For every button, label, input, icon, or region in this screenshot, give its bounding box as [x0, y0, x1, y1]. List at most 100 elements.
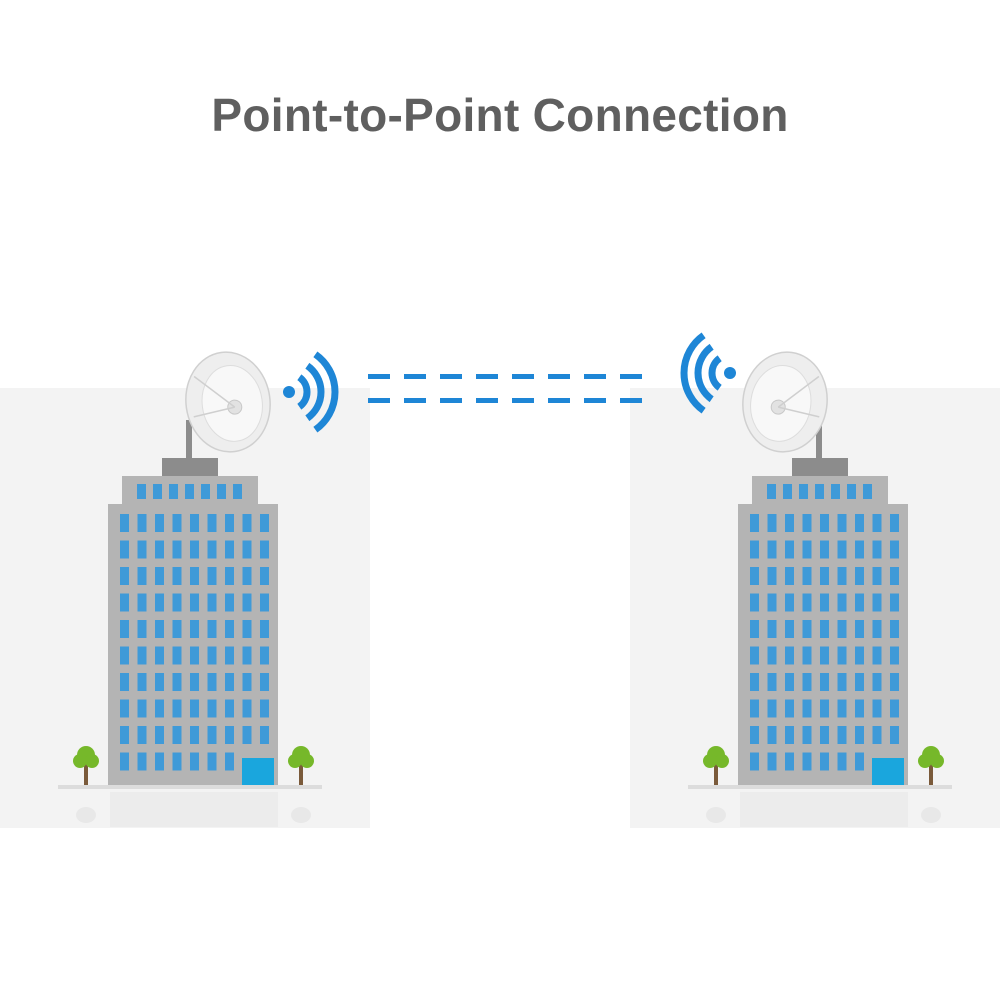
- building-window: [137, 484, 146, 499]
- building-window: [207, 726, 217, 744]
- building-window: [872, 514, 882, 532]
- tree-leaves: [918, 754, 932, 768]
- link-dash: [620, 398, 642, 403]
- tree-trunk: [929, 763, 933, 785]
- building-window: [155, 567, 164, 585]
- building-window: [233, 484, 242, 499]
- building-window: [155, 726, 164, 744]
- building-window: [820, 646, 829, 665]
- ground-line: [58, 785, 322, 789]
- building-window: [872, 593, 882, 612]
- building-window: [225, 567, 234, 585]
- building-window: [242, 699, 252, 718]
- building-window: [855, 514, 864, 532]
- building-window: [785, 752, 794, 771]
- building-window: [137, 567, 147, 585]
- dish-strut: [193, 406, 235, 418]
- building-window: [837, 514, 847, 532]
- tree-reflection: [706, 807, 726, 823]
- building-door: [872, 758, 904, 785]
- building-window: [847, 484, 856, 499]
- building-window: [750, 752, 759, 771]
- building-window: [750, 567, 759, 585]
- building-window: [890, 726, 899, 744]
- link-dash: [512, 374, 534, 379]
- building-window: [767, 752, 777, 771]
- building-window: [872, 567, 882, 585]
- building-window: [831, 484, 840, 499]
- building-window: [120, 620, 129, 638]
- building-window: [872, 673, 882, 691]
- building-window: [767, 540, 777, 559]
- building-window: [750, 726, 759, 744]
- building-window: [820, 593, 829, 612]
- building-window: [260, 646, 269, 665]
- building-window: [153, 484, 162, 499]
- dish-strut: [777, 375, 820, 408]
- building-window: [890, 514, 899, 532]
- tree-icon: [918, 746, 944, 823]
- building-window: [242, 726, 252, 744]
- building-window: [172, 593, 182, 612]
- antenna-mast: [186, 420, 192, 460]
- building-window: [137, 540, 147, 559]
- link-dash: [440, 374, 462, 379]
- signal-arc: [305, 362, 325, 422]
- building-window: [837, 593, 847, 612]
- tree-leaves: [715, 754, 729, 768]
- tree-trunk: [714, 763, 718, 785]
- building-door: [242, 758, 274, 785]
- building-window: [750, 540, 759, 559]
- building-window: [767, 673, 777, 691]
- tree-reflection: [291, 807, 311, 823]
- building-window: [120, 540, 129, 559]
- building-window: [750, 620, 759, 638]
- building-window: [137, 699, 147, 718]
- building-window: [783, 484, 792, 499]
- building-window: [855, 620, 864, 638]
- signal-arc: [694, 343, 714, 403]
- building-window: [767, 646, 777, 665]
- building-window: [767, 484, 776, 499]
- building-window: [207, 646, 217, 665]
- building-window: [172, 567, 182, 585]
- building-window: [767, 620, 777, 638]
- building-window: [120, 646, 129, 665]
- building-window: [855, 593, 864, 612]
- building-window: [242, 673, 252, 691]
- building-window: [137, 620, 147, 638]
- tree-reflection: [76, 807, 96, 823]
- building-window: [242, 567, 252, 585]
- signal-arc: [313, 351, 339, 433]
- building-window: [137, 673, 147, 691]
- building-window: [207, 593, 217, 612]
- building-window: [750, 646, 759, 665]
- building-window: [872, 726, 882, 744]
- building-window: [837, 673, 847, 691]
- building-window: [120, 752, 129, 771]
- building-window: [207, 540, 217, 559]
- link-dash: [404, 374, 426, 379]
- building-window: [802, 752, 812, 771]
- building-window: [815, 484, 824, 499]
- building-window: [155, 620, 164, 638]
- building-window: [242, 646, 252, 665]
- building-window: [820, 699, 829, 718]
- building-window: [767, 514, 777, 532]
- building-window: [802, 673, 812, 691]
- building-window: [837, 699, 847, 718]
- link-dash: [440, 398, 462, 403]
- building-window: [207, 567, 217, 585]
- building-window: [260, 514, 269, 532]
- tree-icon: [288, 746, 314, 823]
- building-window: [225, 646, 234, 665]
- building-window: [802, 540, 812, 559]
- building-window: [863, 484, 872, 499]
- building-window: [820, 673, 829, 691]
- building-window: [185, 484, 194, 499]
- tree-leaves: [73, 754, 87, 768]
- building-window: [137, 646, 147, 665]
- wifi-signal-icon: [283, 351, 339, 433]
- dish-antenna-icon: [185, 351, 271, 453]
- building-window: [190, 726, 199, 744]
